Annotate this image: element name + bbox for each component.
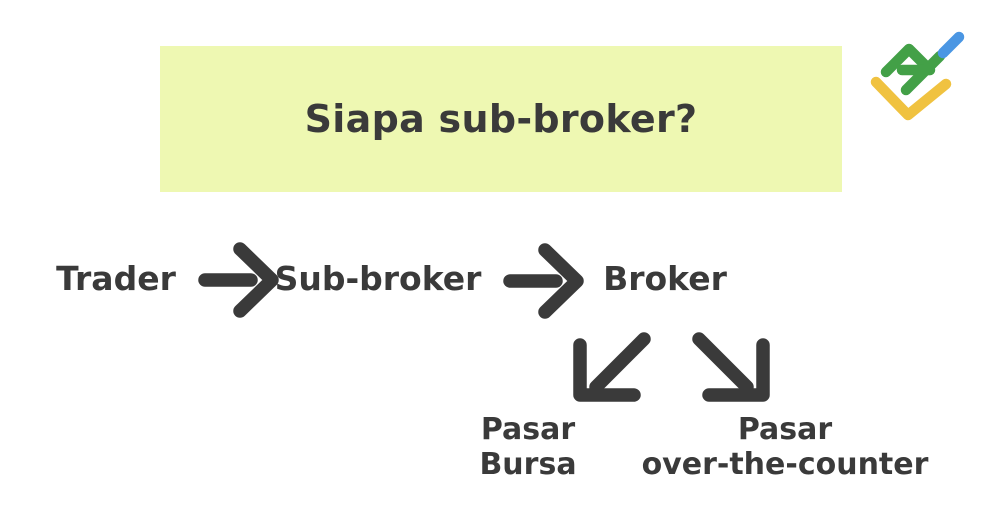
node-sub-broker: Sub-broker xyxy=(274,259,482,298)
branch-pasar-bursa: Pasar Bursa xyxy=(479,412,576,482)
page-title: Siapa sub-broker? xyxy=(304,97,698,141)
branch-pasar-bursa-line1: Pasar xyxy=(480,412,576,447)
logo-green-peak xyxy=(880,43,936,78)
logo-yellow-check xyxy=(870,76,952,121)
branch-pasar-otc-line1: Pasar xyxy=(737,412,833,447)
right-arrow-icon xyxy=(503,243,584,319)
branch-pasar-otc: Pasar over-the-counter xyxy=(642,412,929,482)
node-trader: Trader xyxy=(56,259,176,298)
title-banner: Siapa sub-broker? xyxy=(160,46,842,192)
right-arrow-icon xyxy=(198,242,279,318)
logo-blue-tip xyxy=(937,31,965,59)
logo-green-diagonal xyxy=(900,50,946,96)
branch-pasar-otc-line2: over-the-counter xyxy=(641,447,929,482)
litefinance-logo xyxy=(870,31,965,121)
branch-pasar-bursa-line2: Bursa xyxy=(479,447,577,482)
down-right-arrow-icon xyxy=(692,332,770,402)
down-left-arrow-icon xyxy=(573,332,651,402)
node-broker: Broker xyxy=(603,259,727,298)
